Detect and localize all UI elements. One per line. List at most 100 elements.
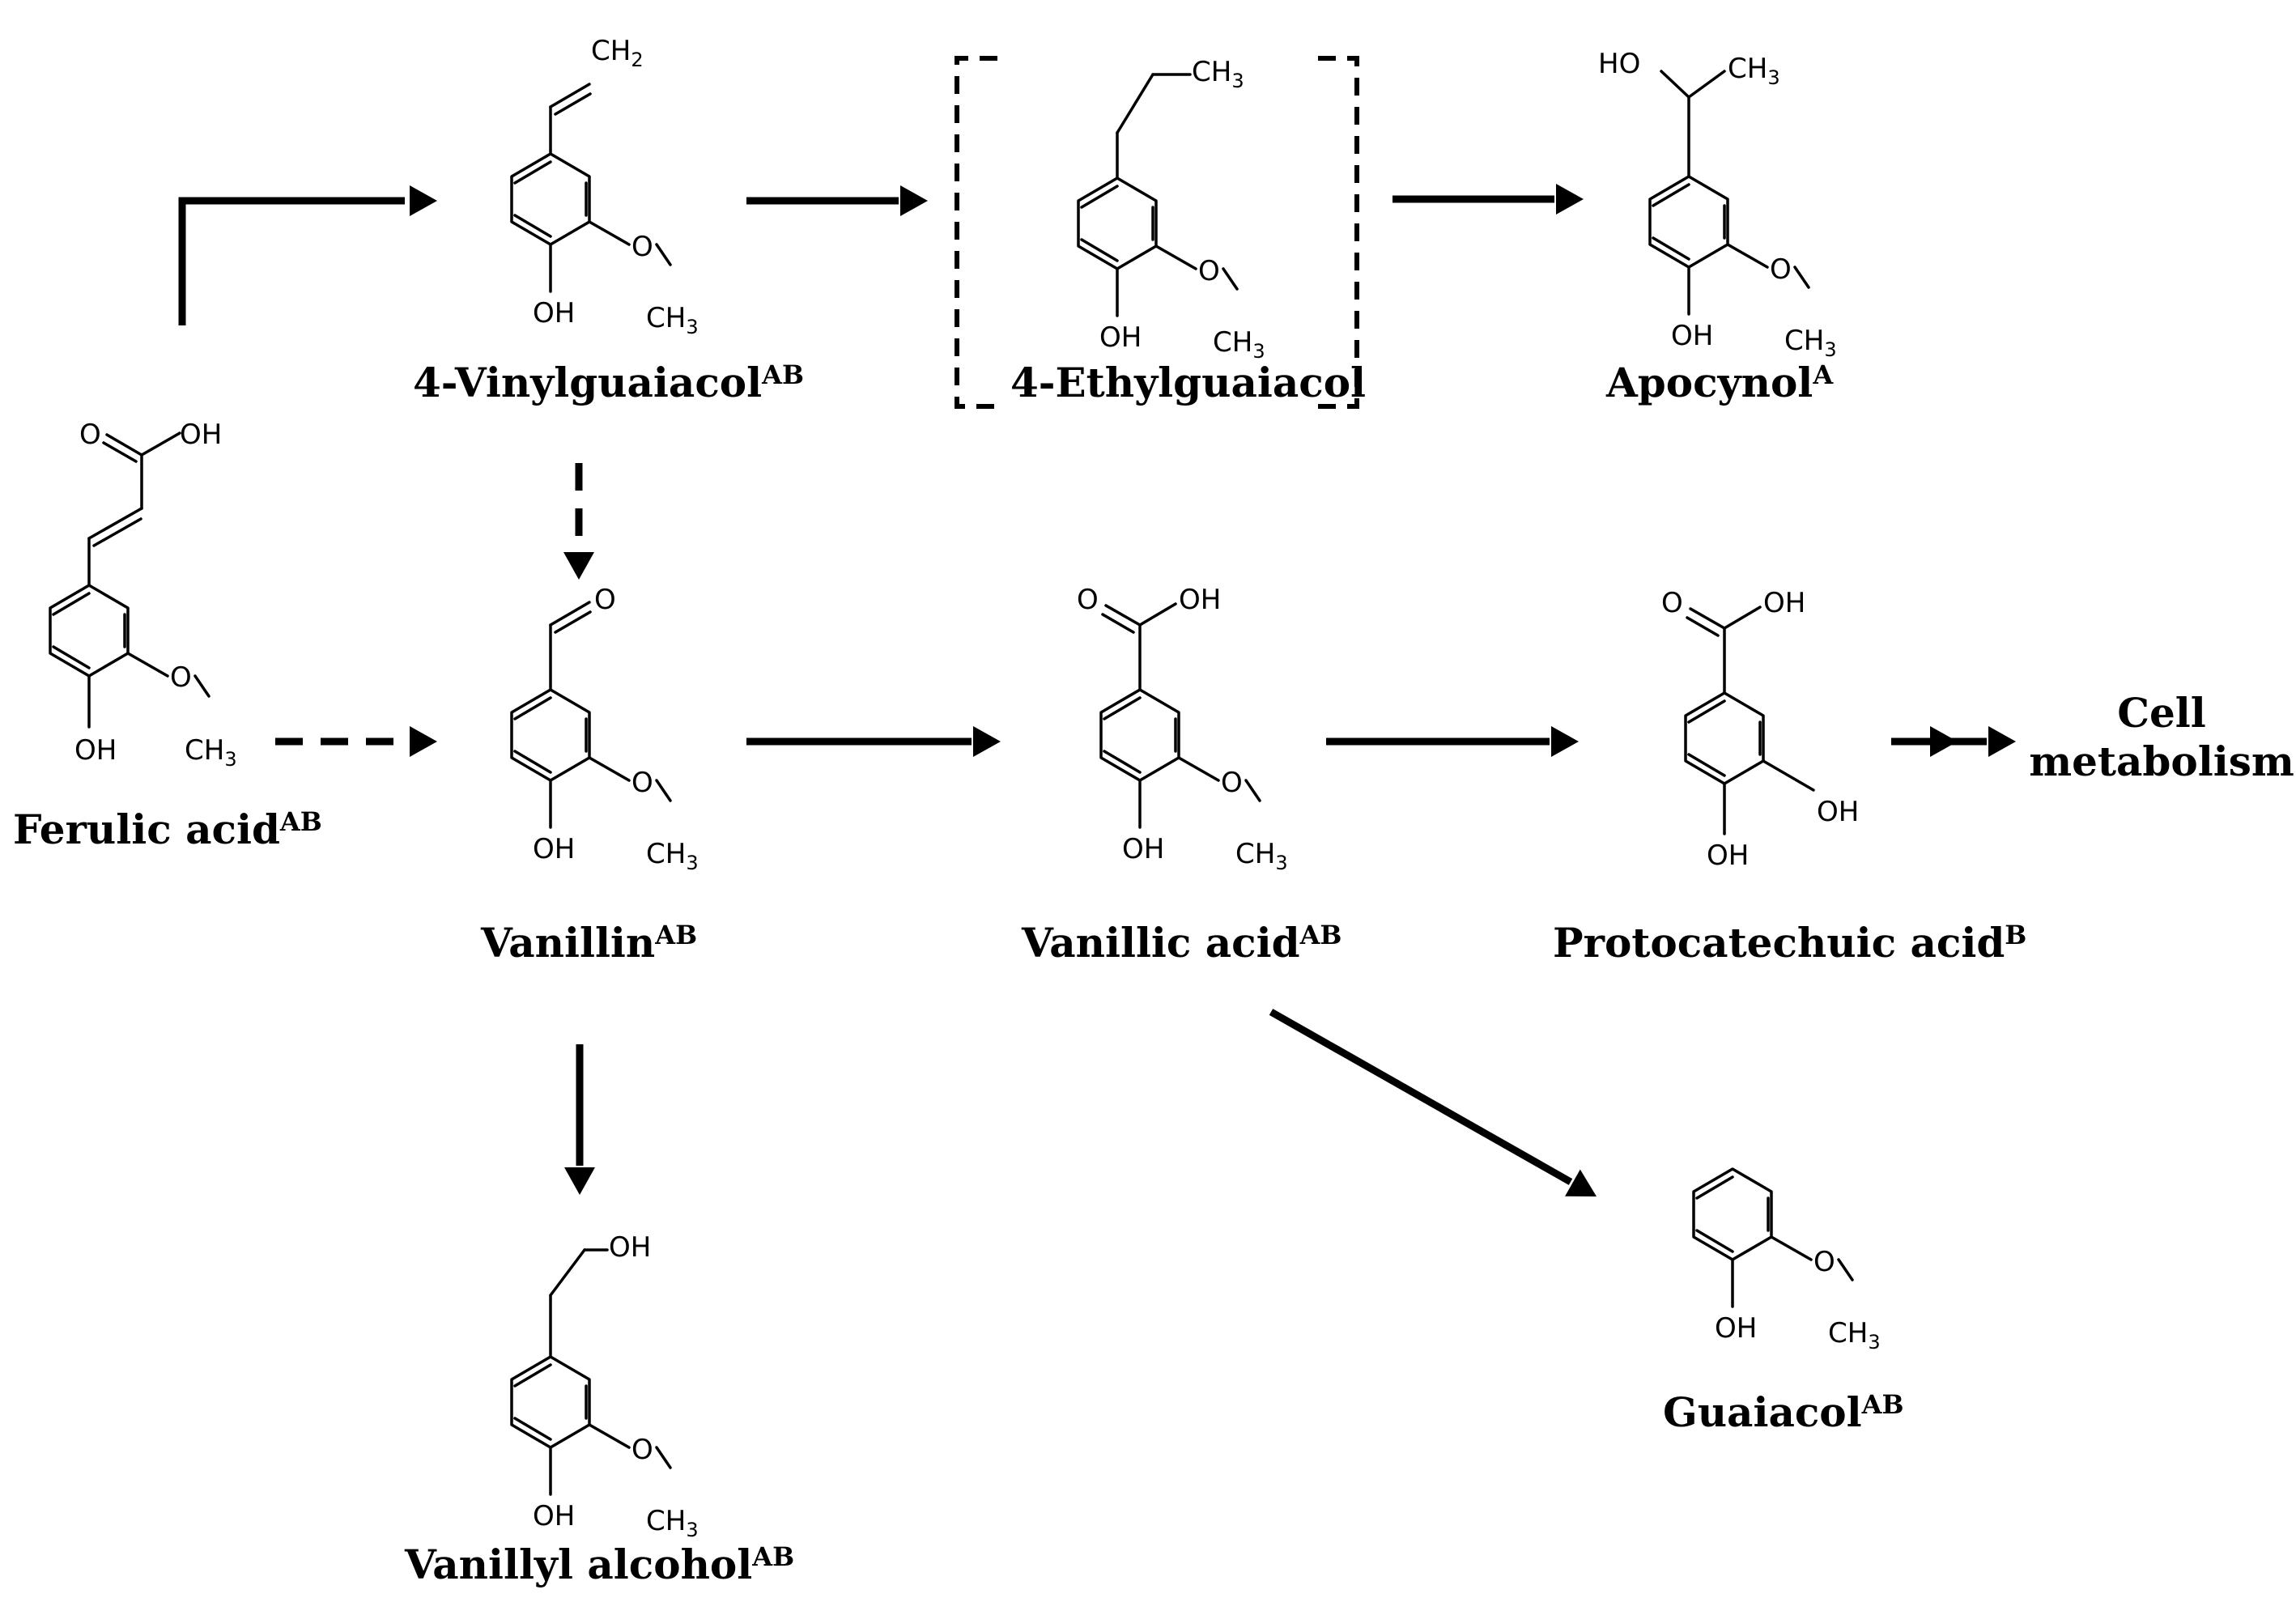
label-ferulic-acid: Ferulic acidAB	[13, 805, 322, 853]
svg-text:CH3: CH3	[1728, 53, 1780, 89]
svg-text:CH2: CH2	[591, 35, 644, 71]
atom-sub: 3	[1275, 852, 1287, 874]
arrow-ethylguaiacol-to-apocynol	[1392, 184, 1584, 215]
atom-o: O	[594, 584, 616, 616]
atom-o: O	[631, 231, 653, 263]
structure-vinylguaiacol: CH2 O CH3 OH	[510, 35, 699, 338]
structure-apocynol: HO CH3 O CH3 OH	[1598, 48, 1837, 361]
atom-ch: CH	[646, 302, 686, 334]
sup: AB	[761, 359, 804, 390]
label-guaiacol: GuaiacolAB	[1663, 1388, 1904, 1436]
label-ethylguaiacol: 4-Ethylguaiacol	[1010, 359, 1366, 406]
name: 4-Vinylguaiacol	[413, 359, 762, 406]
name: Ferulic acid	[13, 805, 280, 853]
arrow-vanillic-to-guaiacol	[1269, 1009, 1605, 1210]
label-cell: Cell	[2117, 689, 2206, 737]
atom-o: O	[1198, 255, 1220, 287]
name: Apocynol	[1605, 359, 1813, 406]
sup: AB	[1861, 1389, 1904, 1420]
structure-protocatechuic-acid: O OH OH OH	[1661, 587, 1859, 872]
atom-ho: HO	[1598, 48, 1640, 80]
atom-o: O	[1077, 584, 1099, 616]
label-vanillyl-alcohol: Vanillyl alcoholAB	[404, 1541, 794, 1588]
svg-text:CH3: CH3	[646, 838, 699, 874]
atom-sub: 3	[1868, 1331, 1880, 1354]
atom-oh: OH	[1707, 839, 1749, 872]
atom-ch: CH	[1784, 325, 1824, 357]
atom-sub: 3	[224, 748, 236, 771]
atom-o: O	[631, 1434, 653, 1466]
sup: A	[1812, 359, 1834, 390]
structure-vanillyl-alcohol: OH O CH3 OH	[510, 1231, 699, 1541]
structure-guaiacol: O CH3 OH	[1692, 1167, 1881, 1354]
intermediate-brackets	[955, 56, 1359, 409]
arrow-ferulic-to-vinylguaiacol	[178, 185, 437, 325]
atom-ch: CH	[1213, 326, 1252, 359]
structure-vanillin: O O CH3 OH	[510, 584, 699, 874]
sup: AB	[279, 806, 322, 837]
arrow-vinylguaiacol-to-ethylguaiacol	[746, 185, 928, 216]
left-bracket	[955, 56, 997, 409]
label-protocatechuic-acid: Protocatechuic acidB	[1553, 919, 2026, 967]
svg-text:CH3: CH3	[1213, 326, 1265, 363]
atom-oh: OH	[1099, 321, 1142, 354]
atom-ch: CH	[591, 35, 631, 67]
svg-text:CH3: CH3	[1192, 56, 1244, 92]
atom-sub: 3	[686, 316, 698, 338]
name: Vanillyl alcohol	[404, 1541, 752, 1588]
sup: B	[2005, 920, 2026, 950]
svg-text:CH3: CH3	[1828, 1317, 1881, 1354]
arrow-ferulic-to-vanillin	[275, 726, 437, 757]
arrow-vinylguaiacol-to-vanillin	[563, 463, 594, 580]
atom-o: O	[79, 419, 101, 451]
atom-o: O	[631, 767, 653, 799]
atom-oh: OH	[1715, 1312, 1757, 1345]
name: 4-Ethylguaiacol	[1010, 359, 1366, 406]
atom-sub: 3	[686, 1519, 698, 1541]
atom-oh: OH	[609, 1231, 651, 1264]
atom-sub: 3	[1252, 340, 1265, 363]
atom-oh: OH	[533, 297, 575, 329]
label-vanillic-acid: Vanillic acidAB	[1021, 919, 1341, 967]
svg-text:CH3: CH3	[646, 302, 699, 338]
sup: AB	[751, 1541, 794, 1572]
atom-ch: CH	[1828, 1317, 1868, 1349]
atom-oh: OH	[533, 833, 575, 865]
atom-oh: OH	[1671, 320, 1713, 352]
atom-sub: 3	[1231, 70, 1244, 92]
label-apocynol: ApocynolA	[1605, 359, 1834, 406]
atom-o: O	[170, 661, 192, 694]
label-metabolism: metabolism	[2029, 737, 2294, 785]
svg-text:CH3: CH3	[1235, 838, 1288, 874]
sup: AB	[1299, 920, 1342, 950]
atom-ch: CH	[646, 1505, 686, 1537]
atom-ch: CH	[1728, 53, 1767, 85]
atom-sub: 2	[631, 49, 643, 71]
atom-oh: OH	[533, 1500, 575, 1532]
atom-oh: OH	[1763, 587, 1805, 619]
atom-oh: OH	[74, 734, 117, 767]
right-bracket	[1318, 56, 1359, 409]
svg-text:CH3: CH3	[1784, 325, 1837, 361]
sup: AB	[654, 920, 697, 950]
atom-oh: OH	[1817, 796, 1859, 828]
name: Protocatechuic acid	[1553, 919, 2005, 967]
arrow-vanillin-to-vanillyl-alcohol	[564, 1044, 595, 1195]
atom-sub: 3	[1824, 338, 1836, 361]
atom-sub: 3	[686, 852, 698, 874]
structure-ethylguaiacol: CH3 O CH3 OH	[1077, 56, 1265, 363]
arrow-protocatechuic-to-metabolism	[1891, 726, 2016, 757]
atom-oh: OH	[1122, 833, 1164, 865]
structure-vanillic-acid: O OH O CH3 OH	[1077, 584, 1288, 874]
atom-ch: CH	[1192, 56, 1231, 88]
atom-ch: CH	[646, 838, 686, 870]
label-vinylguaiacol: 4-VinylguaiacolAB	[413, 359, 804, 406]
structure-ferulic-acid: O OH O CH3 OH	[49, 419, 237, 771]
name: Guaiacol	[1663, 1388, 1862, 1436]
atom-ch: CH	[185, 734, 224, 767]
atom-ch: CH	[1235, 838, 1275, 870]
svg-text:CH3: CH3	[646, 1505, 699, 1541]
pathway-arrows	[178, 184, 2016, 1210]
atom-o: O	[1813, 1246, 1835, 1278]
atom-o: O	[1770, 253, 1792, 286]
